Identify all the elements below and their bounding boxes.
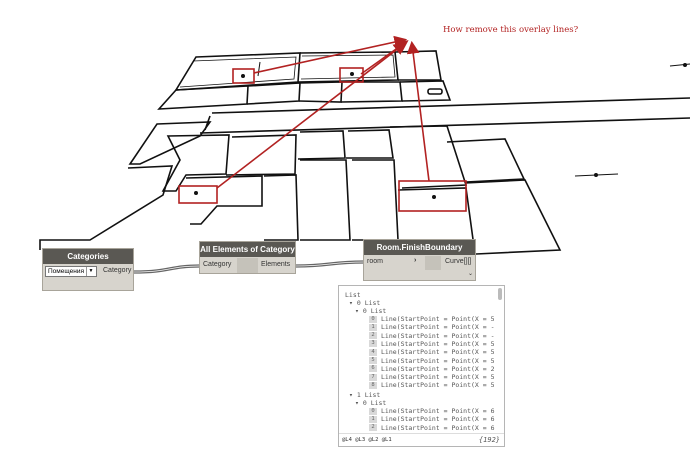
line-value: Line(StartPoint = Point(X = 5 <box>381 348 495 357</box>
list-levels: @L4 @L3 @L2 @L1 <box>339 433 504 446</box>
list-item[interactable]: 4 Line(StartPoint = Point(X = 5 <box>369 348 495 356</box>
curve-output-port[interactable]: Curve[][] <box>445 258 472 265</box>
list-item[interactable]: 2 Line(StartPoint = Point(X = - <box>369 332 495 340</box>
list-item[interactable]: 5 Line(StartPoint = Point(X = 5 <box>369 357 495 365</box>
finish-boundary-node-title: Room.FinishBoundary <box>364 240 475 255</box>
category-input-port[interactable]: Category <box>203 261 232 268</box>
expand-icon[interactable]: ▾ <box>349 391 353 399</box>
list-item[interactable]: 3 Line(StartPoint = Point(X = 5 <box>369 340 495 348</box>
point-markers <box>194 61 690 199</box>
all-elements-node-title: All Elements of Category <box>200 242 295 257</box>
line-value: Line(StartPoint = Point(X = 5 <box>381 339 495 348</box>
room-outlines <box>39 50 690 256</box>
line-value: Line(StartPoint = Point(X = - <box>381 331 495 340</box>
list-item[interactable]: 1 Line(StartPoint = Point(X = 6 <box>369 415 495 423</box>
expand-icon[interactable]: ▾ <box>355 399 359 407</box>
port-divider <box>237 258 258 273</box>
wires <box>133 260 365 274</box>
line-value: Line(StartPoint = Point(X = 5 <box>381 373 495 382</box>
port-divider <box>425 256 441 270</box>
list-index: 2 <box>369 424 377 432</box>
list-index: 8 <box>369 381 377 389</box>
list-index: 3 <box>369 340 377 348</box>
list-index: 6 <box>369 365 377 373</box>
list-index: 4 <box>369 348 377 356</box>
list-item[interactable]: ▾ 1 List <box>349 391 381 399</box>
list-index: 1 <box>369 323 377 331</box>
chevron-down-icon: ▼ <box>86 267 95 276</box>
line-value: Line(StartPoint = Point(X = 6 <box>381 423 495 432</box>
line-value: Line(StartPoint = Point(X = 6 <box>381 415 495 424</box>
list-item[interactable]: 6 Line(StartPoint = Point(X = 2 <box>369 365 495 373</box>
list-item[interactable]: 7 Line(StartPoint = Point(X = 5 <box>369 373 495 381</box>
list-item[interactable]: 2 Line(StartPoint = Point(X = 6 <box>369 424 495 432</box>
categories-node[interactable]: Categories Помещения ▼ Category <box>42 248 134 291</box>
all-elements-node[interactable]: All Elements of Category Category Elemen… <box>199 241 296 274</box>
scrollbar[interactable] <box>498 288 502 300</box>
line-value: Line(StartPoint = Point(X = 5 <box>381 315 495 323</box>
list-index: 1 <box>369 415 377 423</box>
finish-boundary-node[interactable]: Room.FinishBoundary room › Curve[][] ⌄ <box>363 239 476 281</box>
list-item[interactable]: ▾ 0 List <box>355 307 387 315</box>
list-item[interactable]: 0 Line(StartPoint = Point(X = 6 <box>369 407 495 415</box>
list-item[interactable]: 0 Line(StartPoint = Point(X = 5 <box>369 315 495 323</box>
line-value: Line(StartPoint = Point(X = 5 <box>381 356 495 365</box>
list-index: 5 <box>369 357 377 364</box>
categories-node-title: Categories <box>43 249 133 264</box>
line-value: Line(StartPoint = Point(X = 2 <box>381 364 495 373</box>
line-value: Line(StartPoint = Point(X = 6 <box>381 407 495 415</box>
room-input-port[interactable]: room <box>367 258 383 265</box>
list-item[interactable]: ▾ 0 List <box>355 399 387 407</box>
category-dropdown-value: Помещения <box>48 268 85 275</box>
category-dropdown[interactable]: Помещения ▼ <box>45 266 97 277</box>
arrows <box>216 35 430 189</box>
list-index: 0 <box>369 407 377 415</box>
lacing-icon: ⌄ <box>468 271 474 277</box>
list-item[interactable]: 8 Line(StartPoint = Point(X = 5 <box>369 381 495 389</box>
item-count: {192} <box>478 436 500 444</box>
list-index: 0 <box>369 315 377 323</box>
list-item[interactable]: 1 Line(StartPoint = Point(X = - <box>369 323 495 331</box>
line-value: Line(StartPoint = Point(X = - <box>381 323 495 332</box>
list-root: List <box>345 291 361 299</box>
category-output-port[interactable]: Category <box>103 267 132 274</box>
annotation-question: How remove this overlay lines? <box>443 25 579 35</box>
highlight-boxes <box>178 67 467 212</box>
list-index: 2 <box>369 332 377 340</box>
input-arrow-icon: › <box>414 257 417 264</box>
list-item[interactable]: ▾ 0 List <box>349 299 381 307</box>
expand-icon[interactable]: ▾ <box>355 307 359 315</box>
expand-icon[interactable]: ▾ <box>349 299 353 307</box>
list-index: 7 <box>369 373 377 381</box>
line-value: Line(StartPoint = Point(X = 5 <box>381 381 495 390</box>
elements-output-port[interactable]: Elements <box>261 261 291 268</box>
